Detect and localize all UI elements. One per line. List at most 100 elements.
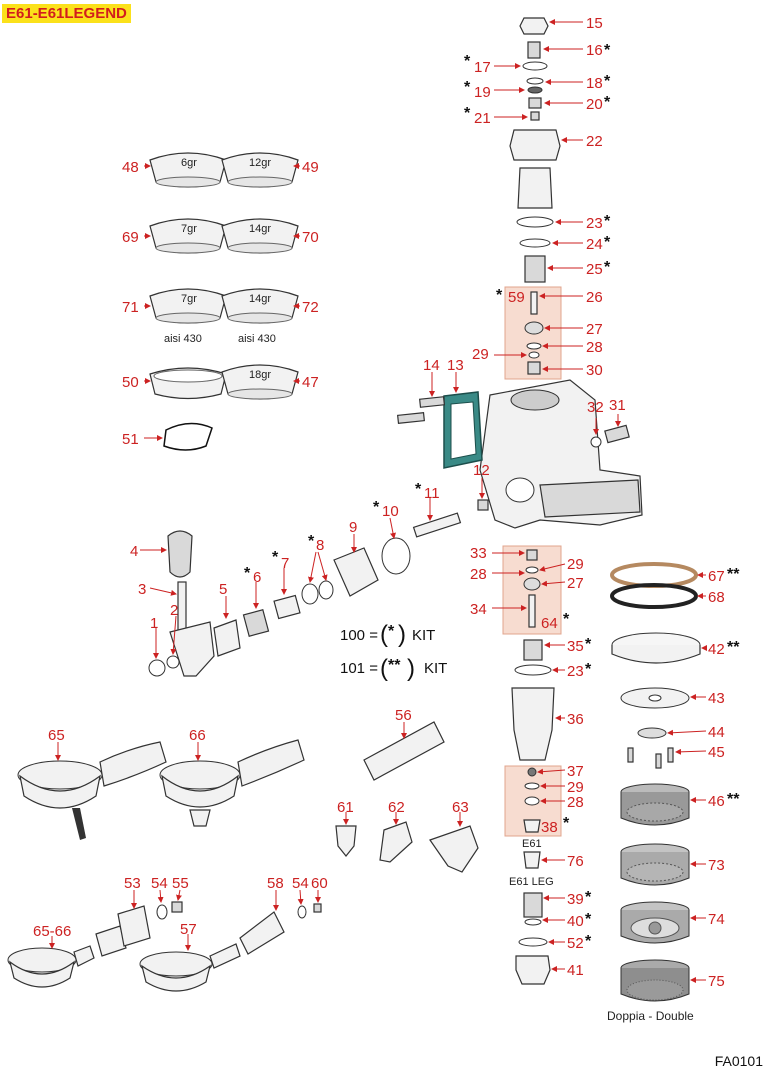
basket-71: 7gr: [149, 288, 227, 324]
label-54: 54: [151, 875, 168, 892]
label-64: 64: [541, 615, 558, 632]
basket-47-weight: 18gr: [249, 369, 271, 381]
label-33: 33: [470, 545, 487, 562]
star-8: *: [308, 533, 315, 550]
label-45: 45: [708, 744, 725, 761]
portafilters: 65 66 56 61 62 63 65-66 53 54: [7, 707, 479, 992]
label-53: 53: [124, 875, 141, 892]
label-25: 25: [586, 261, 603, 278]
star-38: *: [563, 815, 570, 832]
label-56: 56: [395, 707, 412, 724]
label-23b: 23: [567, 663, 584, 680]
label-30: 30: [586, 362, 603, 379]
basket-47: 18gr: [221, 364, 299, 400]
star-20: *: [604, 94, 611, 111]
label-10: 10: [382, 503, 399, 520]
star-16: *: [604, 42, 611, 59]
label-15: 15: [586, 15, 603, 32]
label-70: 70: [302, 229, 319, 246]
label-31: 31: [609, 397, 626, 414]
label-8: 8: [316, 537, 324, 554]
star-40: *: [585, 911, 592, 928]
label-7: 7: [281, 555, 289, 572]
kit-100-symbol: *: [388, 623, 395, 640]
label-73: 73: [708, 857, 725, 874]
basket-48: 6gr: [149, 152, 227, 188]
label-2: 2: [170, 602, 178, 619]
basket-72-weight: 14gr: [249, 293, 271, 305]
e61-leg-label: E61 LEG: [509, 876, 554, 888]
label-65-66: 65-66: [33, 923, 71, 940]
star-19: *: [464, 79, 471, 96]
label-51: 51: [122, 431, 139, 448]
star-25: *: [604, 259, 611, 276]
star-59: *: [496, 287, 503, 304]
label-16: 16: [586, 42, 603, 59]
label-35: 35: [567, 638, 584, 655]
label-29: 29: [472, 346, 489, 363]
label-26: 26: [586, 289, 603, 306]
label-46: 46: [708, 793, 725, 810]
label-29c: 29: [567, 779, 584, 796]
star-42: **: [727, 639, 740, 656]
label-36: 36: [567, 711, 584, 728]
label-6: 6: [253, 569, 261, 586]
star-23: *: [604, 213, 611, 230]
label-22: 22: [586, 133, 603, 150]
label-18: 18: [586, 75, 603, 92]
label-28c: 28: [567, 794, 584, 811]
label-72: 72: [302, 299, 319, 316]
label-71: 71: [122, 299, 139, 316]
label-27b: 27: [567, 575, 584, 592]
label-27: 27: [586, 321, 603, 338]
label-28: 28: [586, 339, 603, 356]
label-48: 48: [122, 159, 139, 176]
kit-101-paren-close: ): [407, 655, 415, 682]
center-column: E61 E61 LEG: [479, 17, 643, 985]
spring-clip-51: [163, 422, 213, 451]
basket-50: [149, 367, 227, 400]
star-23b: *: [585, 661, 592, 678]
label-41: 41: [567, 962, 584, 979]
star-6: *: [244, 565, 251, 582]
label-65: 65: [48, 727, 65, 744]
label-9: 9: [349, 519, 357, 536]
basket-72: 14gr: [221, 288, 299, 324]
basket-grid: 6gr 12gr 7gr 14gr 7gr 14gr aisi: [122, 152, 319, 451]
basket-48-weight: 6gr: [181, 157, 197, 169]
label-67: 67: [708, 568, 725, 585]
label-75: 75: [708, 973, 725, 990]
label-40: 40: [567, 913, 584, 930]
label-68: 68: [708, 589, 725, 606]
label-39: 39: [567, 891, 584, 908]
label-52: 52: [567, 935, 584, 952]
label-23: 23: [586, 215, 603, 232]
star-7: *: [272, 549, 279, 566]
aisi-label-1: aisi 430: [164, 333, 202, 345]
label-5: 5: [219, 581, 227, 598]
label-42: 42: [708, 641, 725, 658]
star-18: *: [604, 73, 611, 90]
label-50: 50: [122, 374, 139, 391]
kit-legend: 100 = ( * ) KIT 101 = ( ** ) KIT: [340, 621, 447, 682]
label-14: 14: [423, 357, 440, 374]
kit-100-label: KIT: [412, 627, 435, 644]
center-column-labels: 15 16 * * 17 18 * * 19 20 * * 21 22 23 *…: [464, 15, 611, 979]
label-4: 4: [130, 543, 138, 560]
aisi-label-2: aisi 430: [238, 333, 276, 345]
right-column: 67 ** 68 42 ** 43 44 45 46 ** 73: [607, 562, 740, 1023]
figure-code: FA0101: [714, 1053, 763, 1069]
basket-69-weight: 7gr: [181, 223, 197, 235]
label-59: 59: [508, 289, 525, 306]
label-62: 62: [388, 799, 405, 816]
label-54b: 54: [292, 875, 309, 892]
label-66: 66: [189, 727, 206, 744]
basket-49: 12gr: [221, 152, 299, 188]
star-46: **: [727, 791, 740, 808]
label-24: 24: [586, 236, 603, 253]
star-67: **: [727, 566, 740, 583]
label-17: 17: [474, 59, 491, 76]
label-12: 12: [473, 462, 490, 479]
star-39: *: [585, 889, 592, 906]
label-11: 11: [424, 485, 440, 502]
